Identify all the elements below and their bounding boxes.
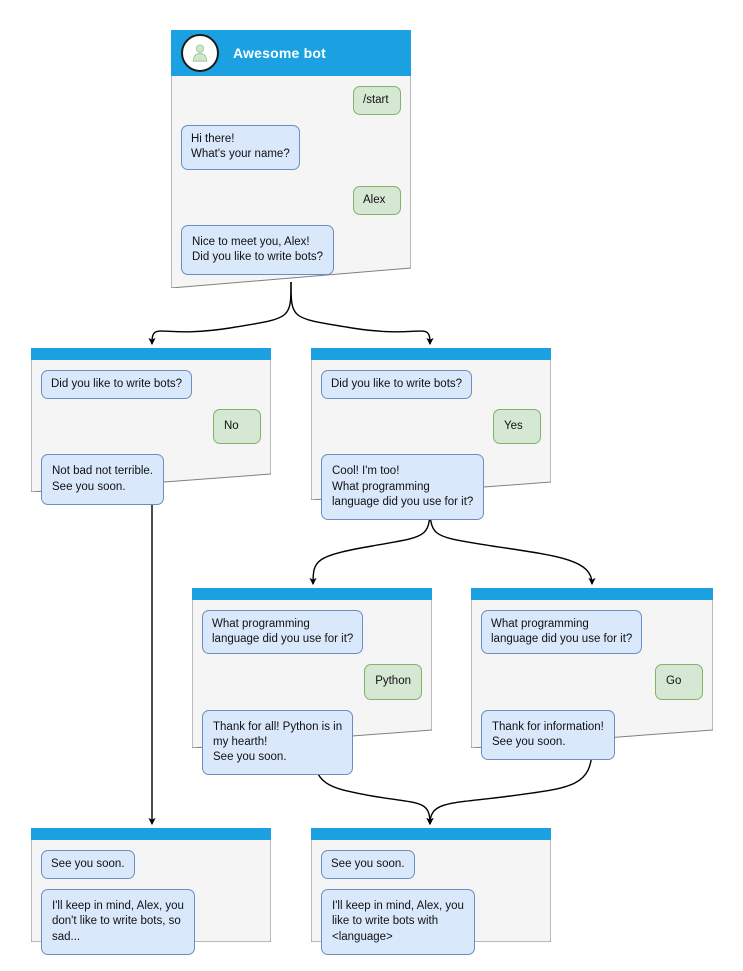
chat-row: What programming language did you use fo…: [202, 610, 422, 655]
node-answer-yes-chat: Did you like to write bots? Yes Cool! I'…: [311, 360, 551, 520]
chat-row: Go: [481, 664, 703, 700]
node-end-happy-header: [311, 828, 551, 840]
node-start-chat: /start Hi there! What's your name? Alex …: [171, 76, 411, 276]
chat-row: Did you like to write bots?: [321, 370, 541, 400]
node-lang-go[interactable]: What programming language did you use fo…: [471, 588, 713, 760]
chat-row: Yes: [321, 409, 541, 445]
node-end-sad-chat: See you soon. I'll keep in mind, Alex, y…: [31, 840, 271, 955]
chat-row: Alex: [181, 185, 401, 215]
edge-start-to-yes: [290, 281, 434, 346]
bot-message-bubble[interactable]: Thank for all! Python is in my hearth! S…: [202, 709, 354, 776]
node-end-sad-header: [31, 828, 271, 840]
node-start-header: Awesome bot: [171, 30, 411, 76]
node-start[interactable]: Awesome bot /start Hi there! What's your…: [171, 30, 411, 288]
chat-row: What programming language did you use fo…: [481, 610, 703, 655]
bot-message-bubble[interactable]: Did you like to write bots?: [41, 370, 193, 400]
chat-row: See you soon.: [321, 850, 541, 880]
node-answer-no[interactable]: Did you like to write bots? No Not bad n…: [31, 348, 271, 505]
node-lang-python-header: [192, 588, 432, 600]
node-lang-go-header: [471, 588, 713, 600]
bot-message-bubble[interactable]: Thank for information! See you soon.: [481, 709, 615, 760]
bot-message-bubble[interactable]: See you soon.: [321, 850, 415, 880]
bot-message-bubble[interactable]: Did you like to write bots?: [321, 370, 473, 400]
node-end-happy-chat: See you soon. I'll keep in mind, Alex, y…: [311, 840, 551, 955]
user-message-bubble[interactable]: Alex: [353, 185, 401, 215]
node-answer-yes[interactable]: Did you like to write bots? Yes Cool! I'…: [311, 348, 551, 520]
chat-row: See you soon.: [41, 850, 261, 880]
chat-row: Python: [202, 664, 422, 700]
bot-message-bubble[interactable]: I'll keep in mind, Alex, you like to wri…: [321, 889, 475, 955]
edge-start-to-no: [148, 281, 292, 346]
chat-row: Hi there! What's your name?: [181, 125, 401, 170]
bot-message-bubble[interactable]: Nice to meet you, Alex! Did you like to …: [181, 224, 335, 276]
node-lang-python-chat: What programming language did you use fo…: [192, 600, 432, 776]
node-answer-yes-header: [311, 348, 551, 360]
node-answer-no-chat: Did you like to write bots? No Not bad n…: [31, 360, 271, 505]
node-lang-go-chat: What programming language did you use fo…: [471, 600, 713, 760]
chat-row: Nice to meet you, Alex! Did you like to …: [181, 224, 401, 276]
chat-row: No: [41, 409, 261, 445]
chat-row: Did you like to write bots?: [41, 370, 261, 400]
bot-message-bubble[interactable]: See you soon.: [41, 850, 135, 880]
bot-message-bubble[interactable]: What programming language did you use fo…: [202, 610, 364, 655]
node-end-sad[interactable]: See you soon. I'll keep in mind, Alex, y…: [31, 828, 271, 955]
chat-row: Not bad not terrible. See you soon.: [41, 454, 261, 505]
user-message-bubble[interactable]: Go: [655, 664, 703, 700]
bot-message-bubble[interactable]: Not bad not terrible. See you soon.: [41, 454, 165, 505]
chat-row: Thank for information! See you soon.: [481, 709, 703, 760]
chat-row: Thank for all! Python is in my hearth! S…: [202, 709, 422, 776]
chat-row: I'll keep in mind, Alex, you don't like …: [41, 889, 261, 955]
user-message-bubble[interactable]: No: [213, 409, 261, 445]
user-message-bubble[interactable]: /start: [353, 86, 401, 116]
node-end-happy[interactable]: See you soon. I'll keep in mind, Alex, y…: [311, 828, 551, 955]
chat-row: I'll keep in mind, Alex, you like to wri…: [321, 889, 541, 955]
node-answer-no-header: [31, 348, 271, 360]
node-lang-python[interactable]: What programming language did you use fo…: [192, 588, 432, 776]
bot-message-bubble[interactable]: I'll keep in mind, Alex, you don't like …: [41, 889, 195, 955]
user-message-bubble[interactable]: Yes: [493, 409, 541, 445]
bot-message-bubble[interactable]: Hi there! What's your name?: [181, 125, 300, 170]
bot-message-bubble[interactable]: What programming language did you use fo…: [481, 610, 643, 655]
person-avatar-icon: [181, 34, 219, 72]
user-message-bubble[interactable]: Python: [364, 664, 422, 700]
bot-name-label: Awesome bot: [233, 45, 326, 61]
chat-row: Cool! I'm too! What programming language…: [321, 454, 541, 520]
chat-row: /start: [181, 86, 401, 116]
bot-message-bubble[interactable]: Cool! I'm too! What programming language…: [321, 454, 485, 520]
